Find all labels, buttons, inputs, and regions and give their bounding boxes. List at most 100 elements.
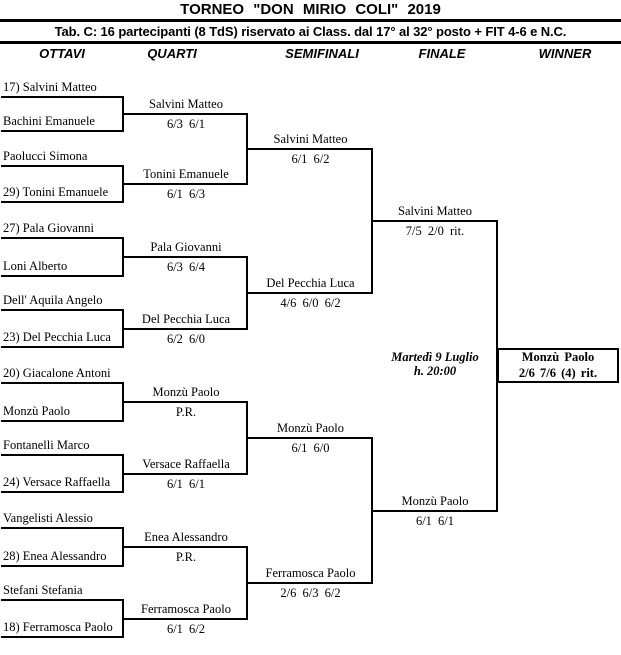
round-header-winner: WINNER (538, 46, 592, 61)
advance-line (124, 617, 248, 620)
player-underline (1, 346, 124, 348)
match-score: 7/5 2/0 rit. (405, 224, 465, 238)
player-name: 23) Del Pecchia Luca (3, 330, 111, 344)
match-score: 6/1 6/0 (291, 441, 330, 455)
player-underline (1, 454, 124, 456)
player-name: Stefani Stefania (3, 583, 83, 597)
player-underline (1, 129, 124, 132)
advance-line (124, 256, 248, 258)
player-underline (1, 96, 124, 98)
match-winner-name: Pala Giovanni (150, 240, 222, 254)
advance-line (124, 472, 248, 475)
player-name: Bachini Emanuele (3, 113, 95, 128)
player-name: 17) Salvini Matteo (3, 80, 97, 94)
match-winner-name: Salvini Matteo (398, 204, 472, 218)
advance-line (248, 437, 373, 439)
player-name: 20) Giacalone Antoni (3, 366, 111, 380)
match-score: 6/3 6/4 (166, 260, 206, 274)
advance-line (373, 220, 497, 222)
advance-line (124, 546, 248, 548)
player-underline (1, 527, 124, 529)
match-score: 6/1 6/3 (166, 187, 206, 201)
match-winner-name: Ferramosca Paolo (265, 566, 356, 580)
match-winner-name: Monzù Paolo (276, 421, 344, 435)
winner-score: 2/6 7/6 (4) rit. (518, 365, 598, 380)
player-name: 28) Enea Alessandro (3, 549, 107, 563)
player-name: 18) Ferramosca Paolo (3, 620, 113, 634)
player-name: Monzù Paolo (3, 404, 71, 418)
match-winner-name: Versace Raffaella (142, 456, 230, 471)
player-underline (1, 636, 124, 638)
schedule-date: Martedì 9 Luglio (391, 350, 479, 364)
match-score: 4/6 6/0 6/2 (280, 296, 341, 310)
match-winner-name: Monzù Paolo (152, 385, 220, 399)
advance-line (373, 509, 497, 512)
pair-connector (122, 96, 124, 132)
pair-connector (122, 599, 124, 638)
match-winner-name: Salvini Matteo (273, 132, 348, 146)
match-score: P.R. (175, 550, 197, 564)
player-underline (1, 491, 124, 493)
page-title: TORNEO "DON MIRIO COLI" 2019 (180, 1, 441, 18)
player-name: 27) Pala Giovanni (3, 221, 94, 235)
match-score: 6/1 6/1 (166, 476, 206, 491)
pair-connector (246, 113, 248, 185)
match-score: 2/6 6/3 6/2 (280, 586, 341, 600)
pair-connector (122, 527, 124, 567)
subtitle: Tab. C: 16 partecipanti (8 TdS) riservat… (54, 24, 567, 39)
player-name: 29) Tonini Emanuele (3, 185, 109, 199)
match-winner-name: Salvini Matteo (149, 97, 223, 111)
round-header-semifinali: SEMIFINALI (285, 46, 359, 61)
winner-name: Monzù Paolo (521, 350, 595, 364)
pair-connector (122, 164, 124, 203)
advance-line (248, 582, 373, 584)
final-connector (495, 220, 498, 512)
match-score: 6/1 6/1 (415, 513, 455, 528)
player-underline (1, 237, 124, 239)
match-score: 6/3 6/1 (166, 117, 206, 131)
advance-line (124, 183, 248, 185)
round-header-ottavi: OTTAVI (39, 46, 85, 61)
match-winner-name: Monzù Paolo (401, 493, 469, 508)
header-rule-top (0, 19, 621, 22)
player-name: Dell' Aquila Angelo (3, 293, 103, 307)
advance-line (124, 113, 248, 115)
match-winner-name: Enea Alessandro (144, 530, 228, 544)
header-rule-bottom (0, 41, 621, 44)
match-winner-name: Tonini Emanuele (143, 167, 229, 181)
pair-connector (122, 237, 124, 277)
player-underline (1, 420, 124, 422)
player-name: Fontanelli Marco (3, 438, 90, 452)
player-name: Loni Alberto (3, 259, 68, 273)
round-header-quarti: QUARTI (147, 46, 197, 61)
round-header-finale: FINALE (418, 46, 466, 61)
pair-connector (371, 437, 373, 584)
match-score: P.R. (175, 405, 197, 419)
pair-connector (246, 546, 248, 620)
schedule-time: h. 20:00 (413, 364, 457, 378)
player-underline (1, 599, 124, 601)
advance-line (124, 327, 248, 330)
match-score: 6/1 6/2 (291, 152, 330, 166)
player-name: Vangelisti Alessio (3, 511, 93, 525)
player-name: 24) Versace Raffaella (3, 475, 111, 489)
pair-connector (246, 401, 248, 475)
pair-connector (122, 309, 124, 348)
match-winner-name: Del Pecchia Luca (141, 311, 231, 326)
pair-connector (122, 454, 124, 493)
player-underline (1, 275, 124, 277)
player-name: Paolucci Simona (3, 148, 88, 163)
match-winner-name: Del Pecchia Luca (266, 276, 355, 290)
player-underline (1, 164, 124, 167)
pair-connector (246, 256, 248, 330)
advance-line (124, 401, 248, 403)
advance-line (248, 292, 373, 294)
player-underline (1, 565, 124, 567)
player-underline (1, 382, 124, 384)
match-winner-name: Ferramosca Paolo (141, 601, 231, 616)
pair-connector (122, 382, 124, 422)
player-underline (1, 309, 124, 311)
